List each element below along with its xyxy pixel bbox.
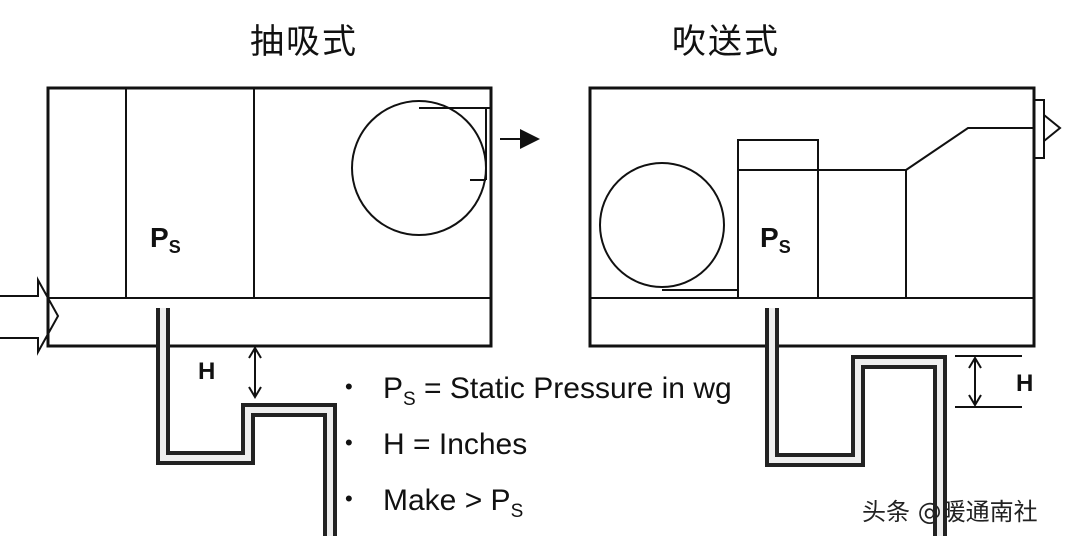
left-fan-wheel-icon [351, 100, 487, 236]
bullet-dot: • [345, 430, 353, 455]
left-inlet-arrow-icon [0, 276, 60, 356]
left-h-label: H [198, 358, 216, 385]
right-h-dimension [955, 355, 1022, 408]
right-air-handler [588, 86, 1062, 348]
bullet-dot: • [345, 374, 353, 399]
right-fan-wheel-icon [599, 162, 725, 288]
left-air-handler [46, 86, 493, 348]
right-fan-section [737, 139, 819, 299]
right-h-label: H [1016, 370, 1034, 397]
bullet-h-inches: •H = Inches [345, 428, 528, 461]
right-outlet-nozzle-icon [1043, 114, 1062, 142]
bullet-make-gt-ps: •Make > PS [345, 484, 524, 522]
bullet-dot: • [345, 486, 353, 511]
right-duct-transition [905, 127, 1034, 171]
right-manometer-fluid [769, 308, 943, 536]
left-unit-casing [46, 86, 493, 348]
left-static-pressure-label: PS [150, 222, 181, 257]
right-manometer [765, 308, 947, 536]
right-outlet-flange [1033, 99, 1045, 159]
bullet-static-pressure: •PS = Static Pressure in wg [345, 372, 732, 410]
right-unit-casing [588, 86, 1036, 348]
left-manometer-fluid [160, 308, 333, 536]
right-diagram-title: 吹送式 [672, 22, 780, 62]
watermark: 头条 @暖通南社 [862, 498, 1038, 526]
left-h-dimension [248, 346, 262, 399]
right-static-pressure-label: PS [760, 222, 791, 257]
left-manometer [156, 308, 337, 536]
left-diagram-title: 抽吸式 [250, 22, 358, 62]
